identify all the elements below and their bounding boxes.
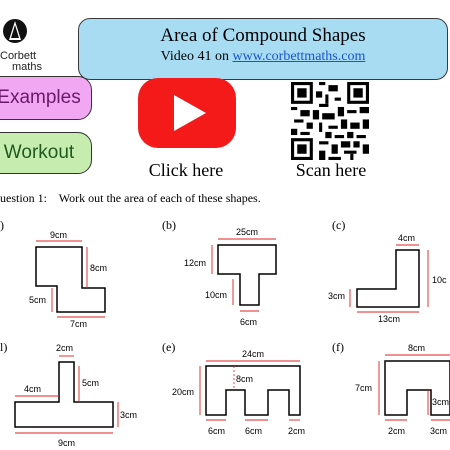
click-here-caption[interactable]: Click here — [148, 160, 224, 180]
part-label-f: (f) — [332, 340, 344, 354]
dim-f-left: 7cm — [355, 383, 372, 393]
dim-e-bottom-1: 6cm — [208, 426, 225, 436]
dim-e-bottom-2: 6cm — [245, 426, 262, 436]
shape-b-outline — [217, 244, 277, 306]
dim-f-bottom-1: 2cm — [388, 426, 405, 436]
part-label-b: (b) — [162, 218, 176, 232]
subtitle: Video 41 on www.corbettmaths.com — [79, 49, 447, 65]
logo-text-corbett: Corbett — [0, 50, 37, 62]
dim-e-left: 20cm — [172, 387, 194, 397]
logo-text-maths: maths — [12, 61, 42, 73]
dim-f-notch: 3cm — [432, 397, 449, 407]
shape-e-outline — [205, 365, 301, 416]
dim-d-stem: 5cm — [82, 378, 99, 388]
corbettmaths-link[interactable]: www.corbettmaths.com — [232, 49, 366, 64]
dim-a-left: 5cm — [29, 295, 46, 305]
examples-button[interactable]: Examples — [0, 76, 92, 120]
dim-b-stem: 10cm — [205, 290, 227, 300]
dim-e-bottom-3: 2cm — [288, 426, 305, 436]
qr-code-icon — [291, 82, 369, 160]
dim-f-top: 8cm — [408, 343, 425, 353]
dim-c-top: 4cm — [398, 233, 415, 243]
dim-d-bottom: 9cm — [58, 438, 75, 448]
dim-a-right: 8cm — [90, 263, 107, 273]
scan-here-caption: Scan here — [295, 160, 367, 180]
corbettmaths-logo — [3, 19, 27, 43]
shape-d-outline — [14, 361, 114, 428]
dim-a-bottom: 7cm — [70, 319, 87, 329]
dim-c-right: 10c — [432, 275, 447, 285]
dim-b-left: 12cm — [184, 258, 206, 268]
dim-d-left: 4cm — [24, 384, 41, 394]
part-label-c: (c) — [332, 218, 346, 232]
dim-a-top: 9cm — [50, 230, 67, 240]
part-label-a: ) — [0, 218, 4, 232]
subtitle-text: Video 41 on — [160, 49, 233, 64]
dim-f-bottom-2: 3cm — [430, 426, 447, 436]
workout-button[interactable]: Workout — [0, 132, 92, 174]
dim-c-bottom: 13cm — [378, 314, 400, 324]
part-label-d: l) — [0, 340, 8, 354]
dim-d-right: 3cm — [120, 410, 137, 420]
play-video-icon[interactable] — [138, 78, 236, 148]
page-title: Area of Compound Shapes — [160, 25, 366, 46]
dim-d-top: 2cm — [56, 343, 73, 353]
shape-a-outline — [35, 246, 106, 313]
title-banner: Area of Compound Shapes Video 41 on www.… — [78, 18, 448, 80]
dim-b-bottom: 6cm — [240, 317, 257, 327]
part-label-e: (e) — [162, 340, 176, 354]
dim-e-top: 24cm — [242, 349, 264, 359]
dim-b-top: 25cm — [236, 227, 258, 237]
dim-c-left: 3cm — [328, 291, 345, 301]
question-1-text: uestion 1: Work out the area of each of … — [0, 191, 261, 205]
shape-f-outline — [384, 360, 450, 416]
dim-e-middle: 8cm — [236, 374, 253, 384]
shape-c-outline — [356, 249, 420, 308]
